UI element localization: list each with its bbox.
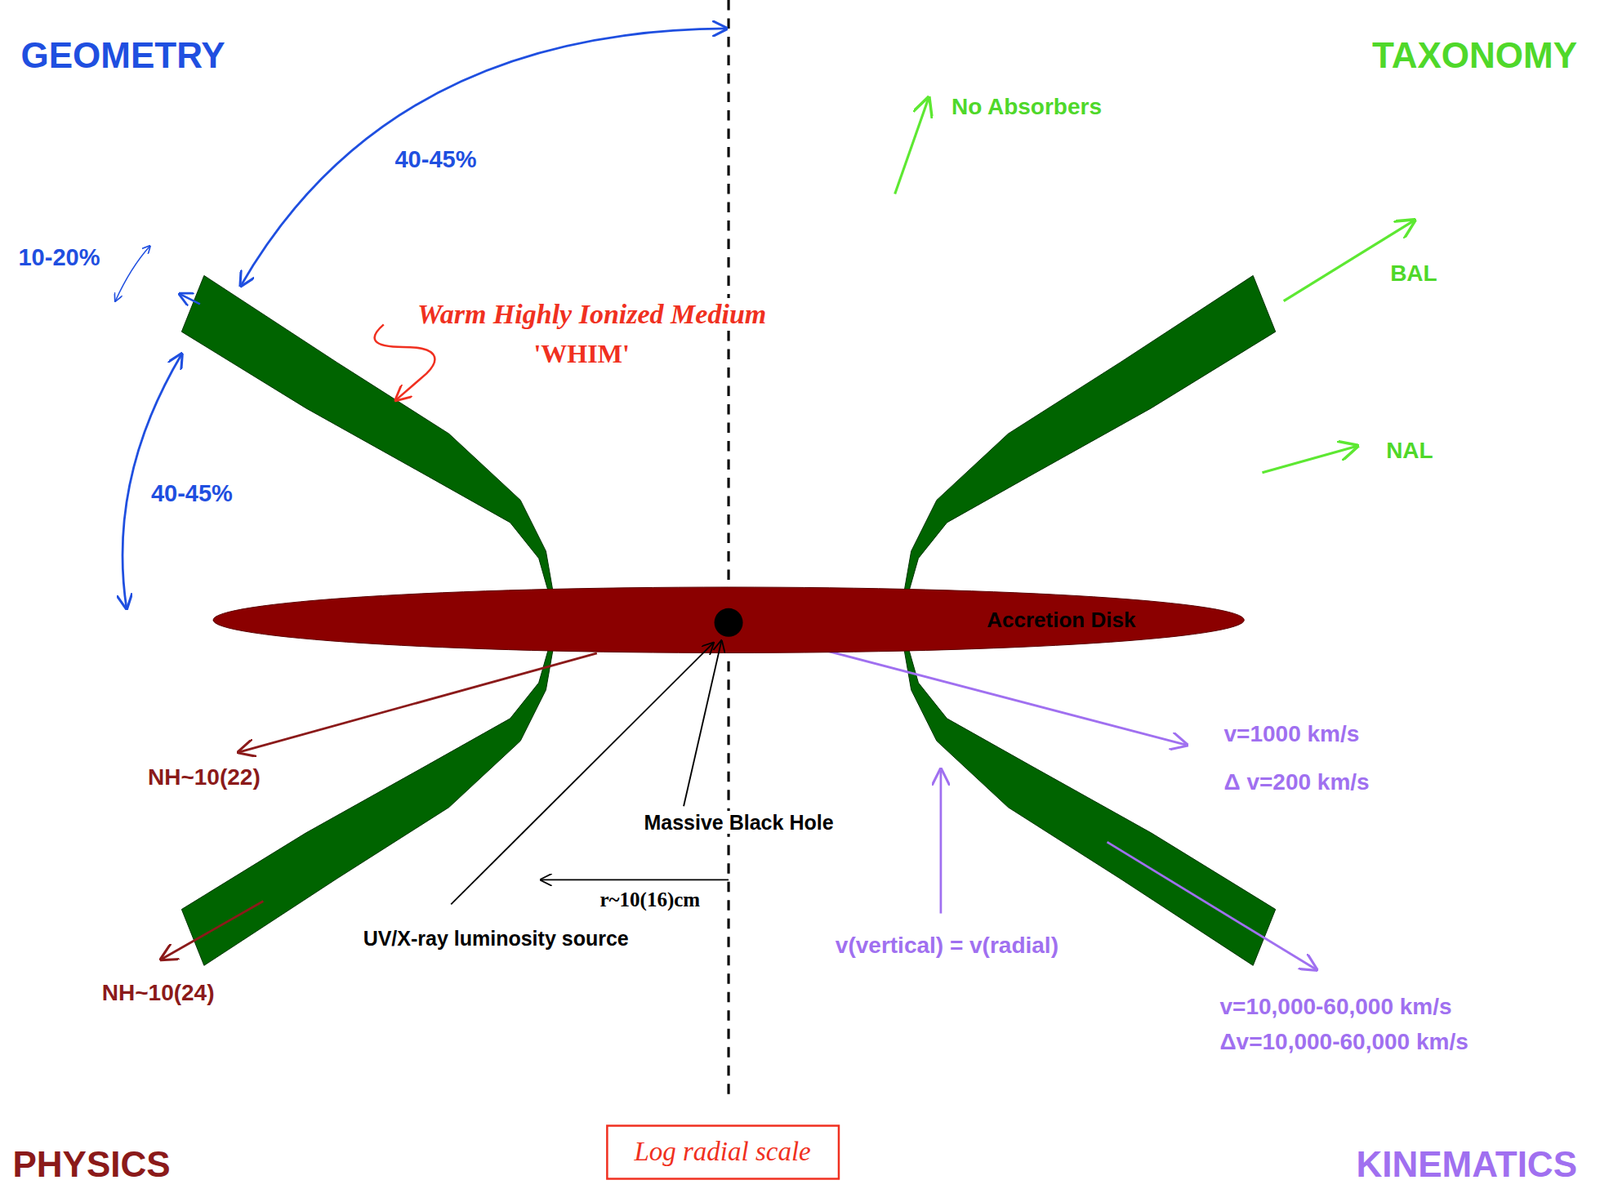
leader-line <box>683 641 722 807</box>
velocity-label: v(vertical) = v(radial) <box>833 932 1061 959</box>
radius-arrow <box>540 878 729 881</box>
velocity-label: Δv=10,000-60,000 km/s <box>1216 1029 1471 1056</box>
velocity-label: v=1000 km/s <box>1221 721 1362 748</box>
column-arrow <box>160 901 263 960</box>
fraction-label: 40-45% <box>392 146 479 174</box>
axis-line <box>726 0 730 1098</box>
velocity-arrow <box>1107 842 1317 970</box>
leader-line <box>450 642 714 905</box>
angle-arc <box>179 294 201 304</box>
section-heading: GEOMETRY <box>17 35 228 77</box>
section-heading: TAXONOMY <box>1369 35 1580 77</box>
part-label: Massive Black Hole <box>641 811 836 835</box>
node-label: Accretion Disk <box>986 607 1136 633</box>
angle-arc <box>240 28 727 286</box>
accretion-disk: Accretion Disk <box>212 586 1245 654</box>
disk-ellipse <box>213 587 1244 653</box>
column-label: NH~10(22) <box>145 764 263 791</box>
whim-pointer <box>374 324 436 400</box>
section-heading: PHYSICS <box>9 1144 173 1186</box>
wind-funnel <box>904 275 1276 594</box>
class-label: No Absorbers <box>949 93 1105 121</box>
wind-funnel <box>181 646 553 966</box>
dimension-label: r~10(16)cm <box>597 888 704 913</box>
velocity-label: Δ v=200 km/s <box>1221 769 1372 796</box>
column-label: NH~10(24) <box>99 980 218 1007</box>
class-label: BAL <box>1387 260 1440 287</box>
velocity-label: v=10,000-60,000 km/s <box>1216 993 1454 1021</box>
sightline-arrow <box>895 98 929 194</box>
fraction-label: 40-45% <box>148 480 236 508</box>
region-label: 'WHIM' <box>530 338 632 370</box>
region-label: Warm Highly Ionized Medium <box>414 298 769 330</box>
wind-funnel <box>904 646 1276 966</box>
fraction-label: 10-20% <box>15 244 103 272</box>
class-label: NAL <box>1383 437 1436 464</box>
column-arrow <box>238 653 598 753</box>
velocity-arrow <box>940 769 943 914</box>
scale-note: Log radial scale <box>631 1136 813 1168</box>
section-heading: KINEMATICS <box>1353 1144 1580 1186</box>
scale-box <box>606 1126 839 1180</box>
angle-arc <box>115 245 150 301</box>
part-label: UV/X-ray luminosity source <box>361 927 632 951</box>
sightline-arrow <box>1261 445 1357 473</box>
